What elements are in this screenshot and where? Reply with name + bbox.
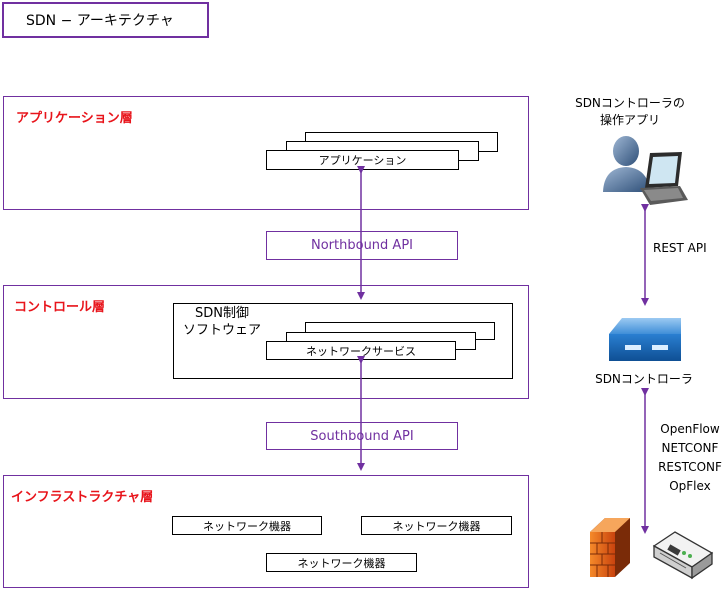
protocol-opflex: OpFlex: [669, 479, 711, 493]
infrastructure-layer-label: インフラストラクチャ層: [11, 490, 154, 505]
operator-laptop-icon: [603, 136, 688, 205]
network-service-box: ネットワークサービス: [266, 341, 456, 360]
firewall-icon: [590, 518, 630, 577]
operator-app-line2: 操作アプリ: [599, 113, 660, 127]
rest-api-label: REST API: [653, 241, 707, 255]
controller-icon: [609, 318, 681, 361]
controller-label: SDNコントローラ: [595, 372, 693, 386]
operator-app-line1: SDNコントローラの: [575, 96, 685, 110]
software-line2: ソフトウェア: [182, 323, 261, 338]
protocol-netconf: NETCONF: [661, 441, 719, 455]
network-device-3: ネットワーク機器: [266, 553, 417, 572]
operator-app-label: SDNコントローラの 操作アプリ: [560, 95, 700, 129]
application-layer-label: アプリケーション層: [16, 111, 133, 126]
network-switch-icon: [652, 531, 714, 580]
protocol-openflow: OpenFlow: [660, 422, 720, 436]
software-line1: SDN制御: [195, 306, 249, 321]
network-device-2: ネットワーク機器: [361, 516, 512, 535]
network-device-1: ネットワーク機器: [172, 516, 322, 535]
protocol-list: OpenFlow NETCONF RESTCONF OpFlex: [652, 420, 726, 496]
sdn-control-software-label: SDN制御 ソフトウェア: [176, 305, 268, 339]
diagram-title: SDN − アーキテクチャ: [2, 2, 209, 38]
control-layer-label: コントロール層: [14, 300, 106, 315]
protocol-restconf: RESTCONF: [658, 460, 722, 474]
